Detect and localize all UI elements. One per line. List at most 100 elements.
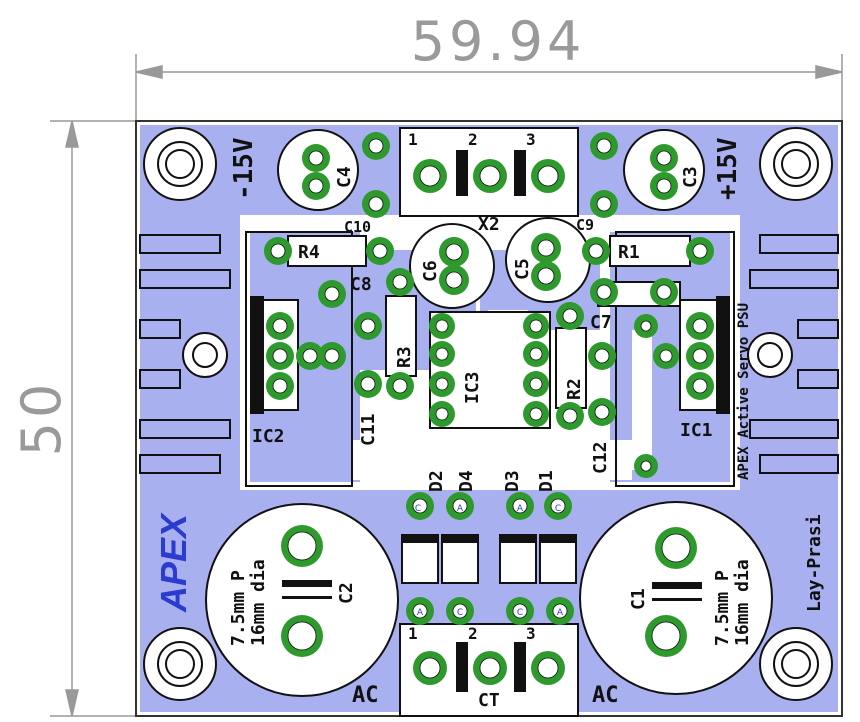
d3-top-pin: A [517, 504, 524, 514]
pad-hole-41 [272, 348, 288, 364]
label-ac-right: AC [592, 683, 619, 708]
diode-pin-labels: C A A C A C C A [415, 504, 564, 618]
pad-hole-49 [412, 498, 428, 514]
pad-hole-60 [651, 621, 681, 651]
label-ic2: IC2 [252, 426, 285, 447]
label-cap-note-left: 7.5mm P [228, 570, 249, 646]
label-cap-note-right: 7.5mm P [712, 570, 733, 646]
pad-hole-45 [692, 378, 708, 394]
d2-bottom-pin: A [417, 608, 424, 618]
label-plus15v: +15V [713, 137, 743, 200]
pad-hole-47 [640, 460, 652, 472]
pad-hole-42 [272, 378, 288, 394]
pad-hole-6 [596, 196, 612, 212]
label-cap-dia-left: 16mm dia [248, 559, 269, 646]
label-r3: R3 [394, 346, 415, 368]
pad-hole-43 [692, 318, 708, 334]
pad-hole-34 [435, 377, 449, 391]
pad-hole-15 [445, 243, 463, 261]
pad-hole-35 [435, 407, 449, 421]
label-ac-left: AC [352, 683, 379, 708]
pad-hole-32 [435, 319, 449, 333]
pad-hole-53 [412, 603, 428, 619]
pad-hole-61 [419, 657, 441, 679]
pad-hole-40 [272, 318, 288, 334]
label-x2: X2 [478, 214, 500, 235]
label-c9: C9 [576, 216, 594, 234]
top-pin-2: 2 [468, 130, 478, 149]
pad-hole-21 [324, 286, 340, 302]
bottom-pin-numbers: 1 2 3 [408, 624, 536, 643]
pad-hole-51 [512, 498, 528, 514]
d1-bottom-pin: A [557, 608, 564, 618]
bottom-pin-3: 3 [526, 624, 536, 643]
label-c5: C5 [512, 258, 533, 280]
pad-hole-46 [640, 320, 652, 332]
label-r1: R1 [618, 242, 640, 263]
pad-hole-1 [368, 196, 384, 212]
pad-hole-3 [479, 165, 501, 187]
pad-hole-19 [392, 274, 408, 290]
d2-top-pin: C [415, 504, 421, 514]
top-pin-numbers: 1 2 3 [408, 130, 536, 149]
pad-hole-14 [692, 243, 708, 259]
pad-hole-36 [529, 319, 543, 333]
pad-hole-25 [656, 284, 672, 300]
pad-hole-10 [656, 178, 672, 194]
title-vertical: APEX Active Servo PSU [736, 303, 752, 480]
label-ic1: IC1 [680, 420, 713, 441]
pad-hole-28 [360, 318, 376, 334]
heatsinks [139, 231, 839, 487]
dimension-lines [50, 54, 843, 717]
cap-symbols [282, 580, 702, 601]
label-ct: CT [478, 690, 500, 711]
label-cap-dia-right: 16mm dia [732, 559, 753, 646]
label-c7: C7 [590, 312, 612, 333]
pad-hole-62 [479, 657, 501, 679]
pad-hole-63 [537, 657, 559, 679]
pad-hole-11 [270, 243, 286, 259]
silkscreen: -15V +15V X2 C10 C9 C4 C3 R4 R1 C6 C5 C8… [153, 130, 825, 711]
pad-hole-27 [562, 408, 578, 424]
label-d1: D1 [536, 470, 557, 492]
d3-bottom-pin: C [517, 608, 523, 618]
pad-hole-8 [308, 178, 324, 194]
label-d2: D2 [426, 470, 447, 492]
pad-hole-31 [594, 404, 610, 420]
width-dimension: 59.94 [411, 10, 586, 73]
pad-hole-7 [308, 150, 324, 166]
d1-top-pin: C [555, 504, 561, 514]
pad-hole-0 [368, 138, 384, 154]
pad-hole-57 [287, 531, 317, 561]
bottom-pin-1: 1 [408, 624, 418, 643]
label-r2: R2 [564, 378, 585, 400]
pad-hole-24 [596, 284, 612, 300]
pad-hole-56 [552, 603, 568, 619]
pad-hole-33 [435, 347, 449, 361]
pad-hole-13 [588, 243, 604, 259]
pad-hole-20 [392, 378, 408, 394]
pad-hole-23 [302, 348, 318, 364]
label-r4: R4 [298, 242, 320, 263]
pad-hole-30 [594, 348, 610, 364]
pad-hole-48 [659, 349, 673, 363]
pad-hole-2 [419, 165, 441, 187]
label-c11: C11 [358, 413, 379, 446]
pad-hole-50 [452, 498, 468, 514]
label-d4: D4 [456, 470, 477, 492]
pad-hole-5 [596, 138, 612, 154]
label-c1: C1 [628, 588, 649, 610]
label-c8: C8 [350, 274, 372, 295]
mounting-holes [143, 127, 833, 701]
pad-hole-58 [287, 621, 317, 651]
credit: Lay-Prasi [804, 514, 825, 612]
pad-hole-22 [324, 348, 340, 364]
top-pin-3: 3 [526, 130, 536, 149]
pad-hole-17 [537, 239, 555, 257]
pad-hole-55 [512, 603, 528, 619]
d4-bottom-pin: C [457, 608, 463, 618]
pad-hole-52 [550, 498, 566, 514]
pad-hole-54 [452, 603, 468, 619]
label-d3: D3 [502, 470, 523, 492]
